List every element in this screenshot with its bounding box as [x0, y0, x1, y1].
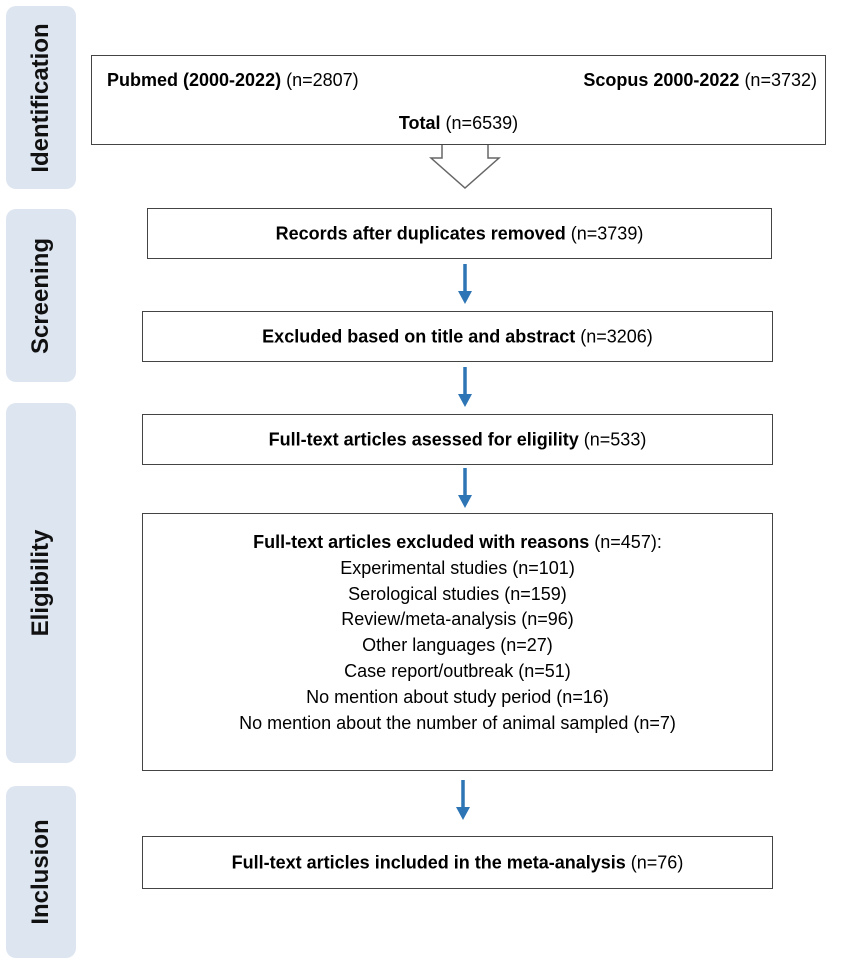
included-box: Full-text articles included in the meta-… — [142, 836, 773, 889]
excluded-title-abstract-box: Excluded based on title and abstract (n=… — [142, 311, 773, 362]
exclusion-reason: Serological studies (n=159) — [348, 583, 567, 604]
duplicates-removed-text: Records after duplicates removed (n=3739… — [148, 223, 771, 244]
fulltext-excluded-box: Full-text articles excluded with reasons… — [142, 513, 773, 771]
total-record: Total (n=6539) — [92, 113, 825, 134]
phase-identification: Identification — [6, 6, 76, 189]
fulltext-excluded-label: Full-text articles excluded with reasons — [253, 532, 590, 552]
phase-inclusion: Inclusion — [6, 786, 76, 958]
phase-screening: Screening — [6, 209, 76, 382]
excluded-title-abstract-label: Excluded based on title and abstract — [262, 326, 576, 346]
fulltext-excluded-heading: Full-text articles excluded with reasons… — [143, 530, 772, 556]
included-label: Full-text articles included in the meta-… — [231, 852, 626, 872]
total-count: (n=6539) — [440, 113, 519, 133]
fulltext-assessed-label: Full-text articles asessed for eligility — [268, 429, 579, 449]
down-arrow-icon — [456, 780, 470, 820]
down-arrow-icon — [458, 468, 472, 508]
exclusion-reason: No mention about study period (n=16) — [306, 686, 609, 707]
phase-eligibility: Eligibility — [6, 403, 76, 763]
identification-box: Pubmed (2000-2022) (n=2807) Scopus 2000-… — [91, 55, 826, 145]
phase-inclusion-label: Inclusion — [27, 819, 54, 925]
fulltext-excluded-count: (n=457): — [589, 532, 662, 552]
pubmed-record: Pubmed (2000-2022) (n=2807) — [107, 70, 359, 91]
included-count: (n=76) — [625, 852, 684, 872]
scopus-label: Scopus 2000-2022 — [583, 70, 740, 90]
scopus-record: Scopus 2000-2022 (n=3732) — [583, 70, 817, 91]
phase-identification-label: Identification — [27, 22, 54, 173]
exclusion-reason: Case report/outbreak (n=51) — [344, 660, 571, 681]
phase-eligibility-label: Eligibility — [27, 529, 54, 637]
down-arrow-icon — [458, 367, 472, 407]
fulltext-assessed-box: Full-text articles asessed for eligility… — [142, 414, 773, 465]
total-label: Total — [398, 113, 441, 133]
exclusion-reason: No mention about the number of animal sa… — [239, 712, 676, 733]
exclusion-reason: Experimental studies (n=101) — [340, 557, 575, 578]
exclusion-reasons-list: Full-text articles excluded with reasons… — [143, 530, 772, 736]
exclusion-reason: Review/meta-analysis (n=96) — [341, 609, 574, 630]
down-arrow-icon — [458, 264, 472, 304]
phase-screening-label: Screening — [27, 237, 54, 354]
excluded-title-abstract-count: (n=3206) — [575, 326, 653, 346]
duplicates-removed-box: Records after duplicates removed (n=3739… — [147, 208, 772, 259]
duplicates-removed-count: (n=3739) — [565, 223, 644, 243]
pubmed-count: (n=2807) — [281, 70, 359, 90]
fulltext-assessed-count: (n=533) — [578, 429, 647, 449]
included-text: Full-text articles included in the meta-… — [143, 852, 772, 873]
excluded-title-abstract-text: Excluded based on title and abstract (n=… — [143, 326, 772, 347]
scopus-count: (n=3732) — [739, 70, 817, 90]
duplicates-removed-label: Records after duplicates removed — [275, 223, 566, 243]
hollow-down-arrow-icon — [429, 145, 501, 190]
fulltext-assessed-text: Full-text articles asessed for eligility… — [143, 429, 772, 450]
exclusion-reason: Other languages (n=27) — [362, 635, 553, 656]
pubmed-label: Pubmed (2000-2022) — [107, 70, 282, 90]
